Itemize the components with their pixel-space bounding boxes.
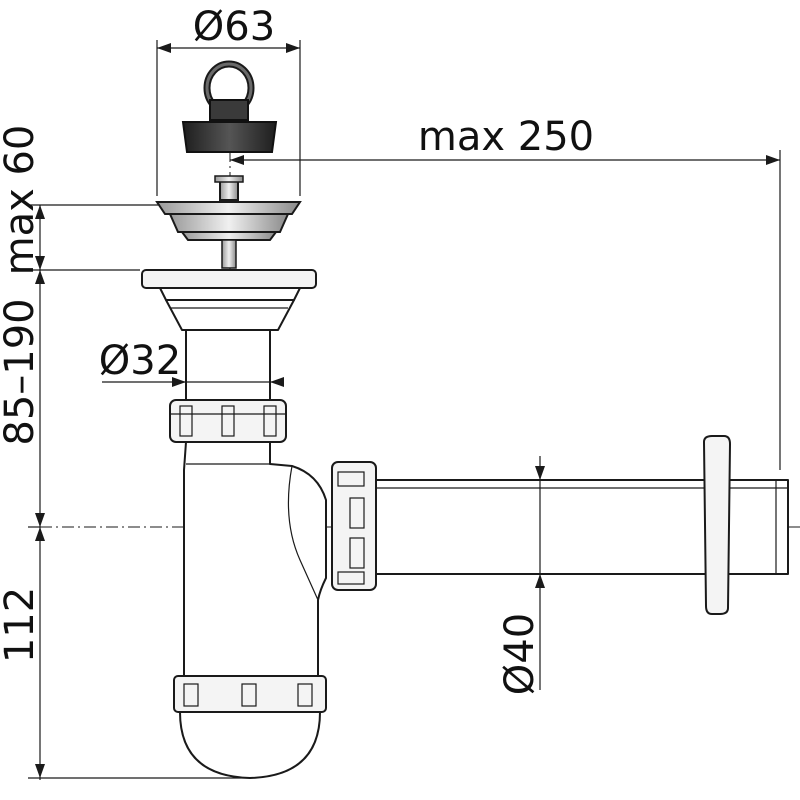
wall-rosette: [702, 435, 732, 615]
outlet-slip-nut: [331, 461, 377, 591]
bottom-height-label: 112: [0, 587, 43, 663]
tailpipe: [185, 329, 271, 403]
drain-flange: [141, 269, 317, 331]
trap-bottle-body: [183, 441, 327, 677]
dimension-tailpipe-diameter: Ø32: [99, 338, 284, 387]
dimension-max-reach: max 250: [230, 114, 781, 470]
stopper-plug: [181, 60, 278, 153]
bottom-cap: [173, 675, 327, 779]
dimension-outlet-diameter: Ø40: [497, 456, 545, 695]
strainer-basket: [155, 175, 302, 269]
top-diameter-label: Ø63: [193, 4, 275, 50]
tailpipe-diameter-label: Ø32: [99, 338, 181, 384]
outlet-diameter-label: Ø40: [497, 613, 543, 695]
max-height-top-label: max 60: [0, 125, 43, 276]
dimension-top-diameter: Ø63: [156, 4, 301, 196]
upper-slip-nut: [169, 399, 287, 443]
dimension-left-stack: [28, 204, 250, 780]
max-reach-label: max 250: [418, 114, 594, 160]
height-range-label: 85–190: [0, 298, 43, 445]
